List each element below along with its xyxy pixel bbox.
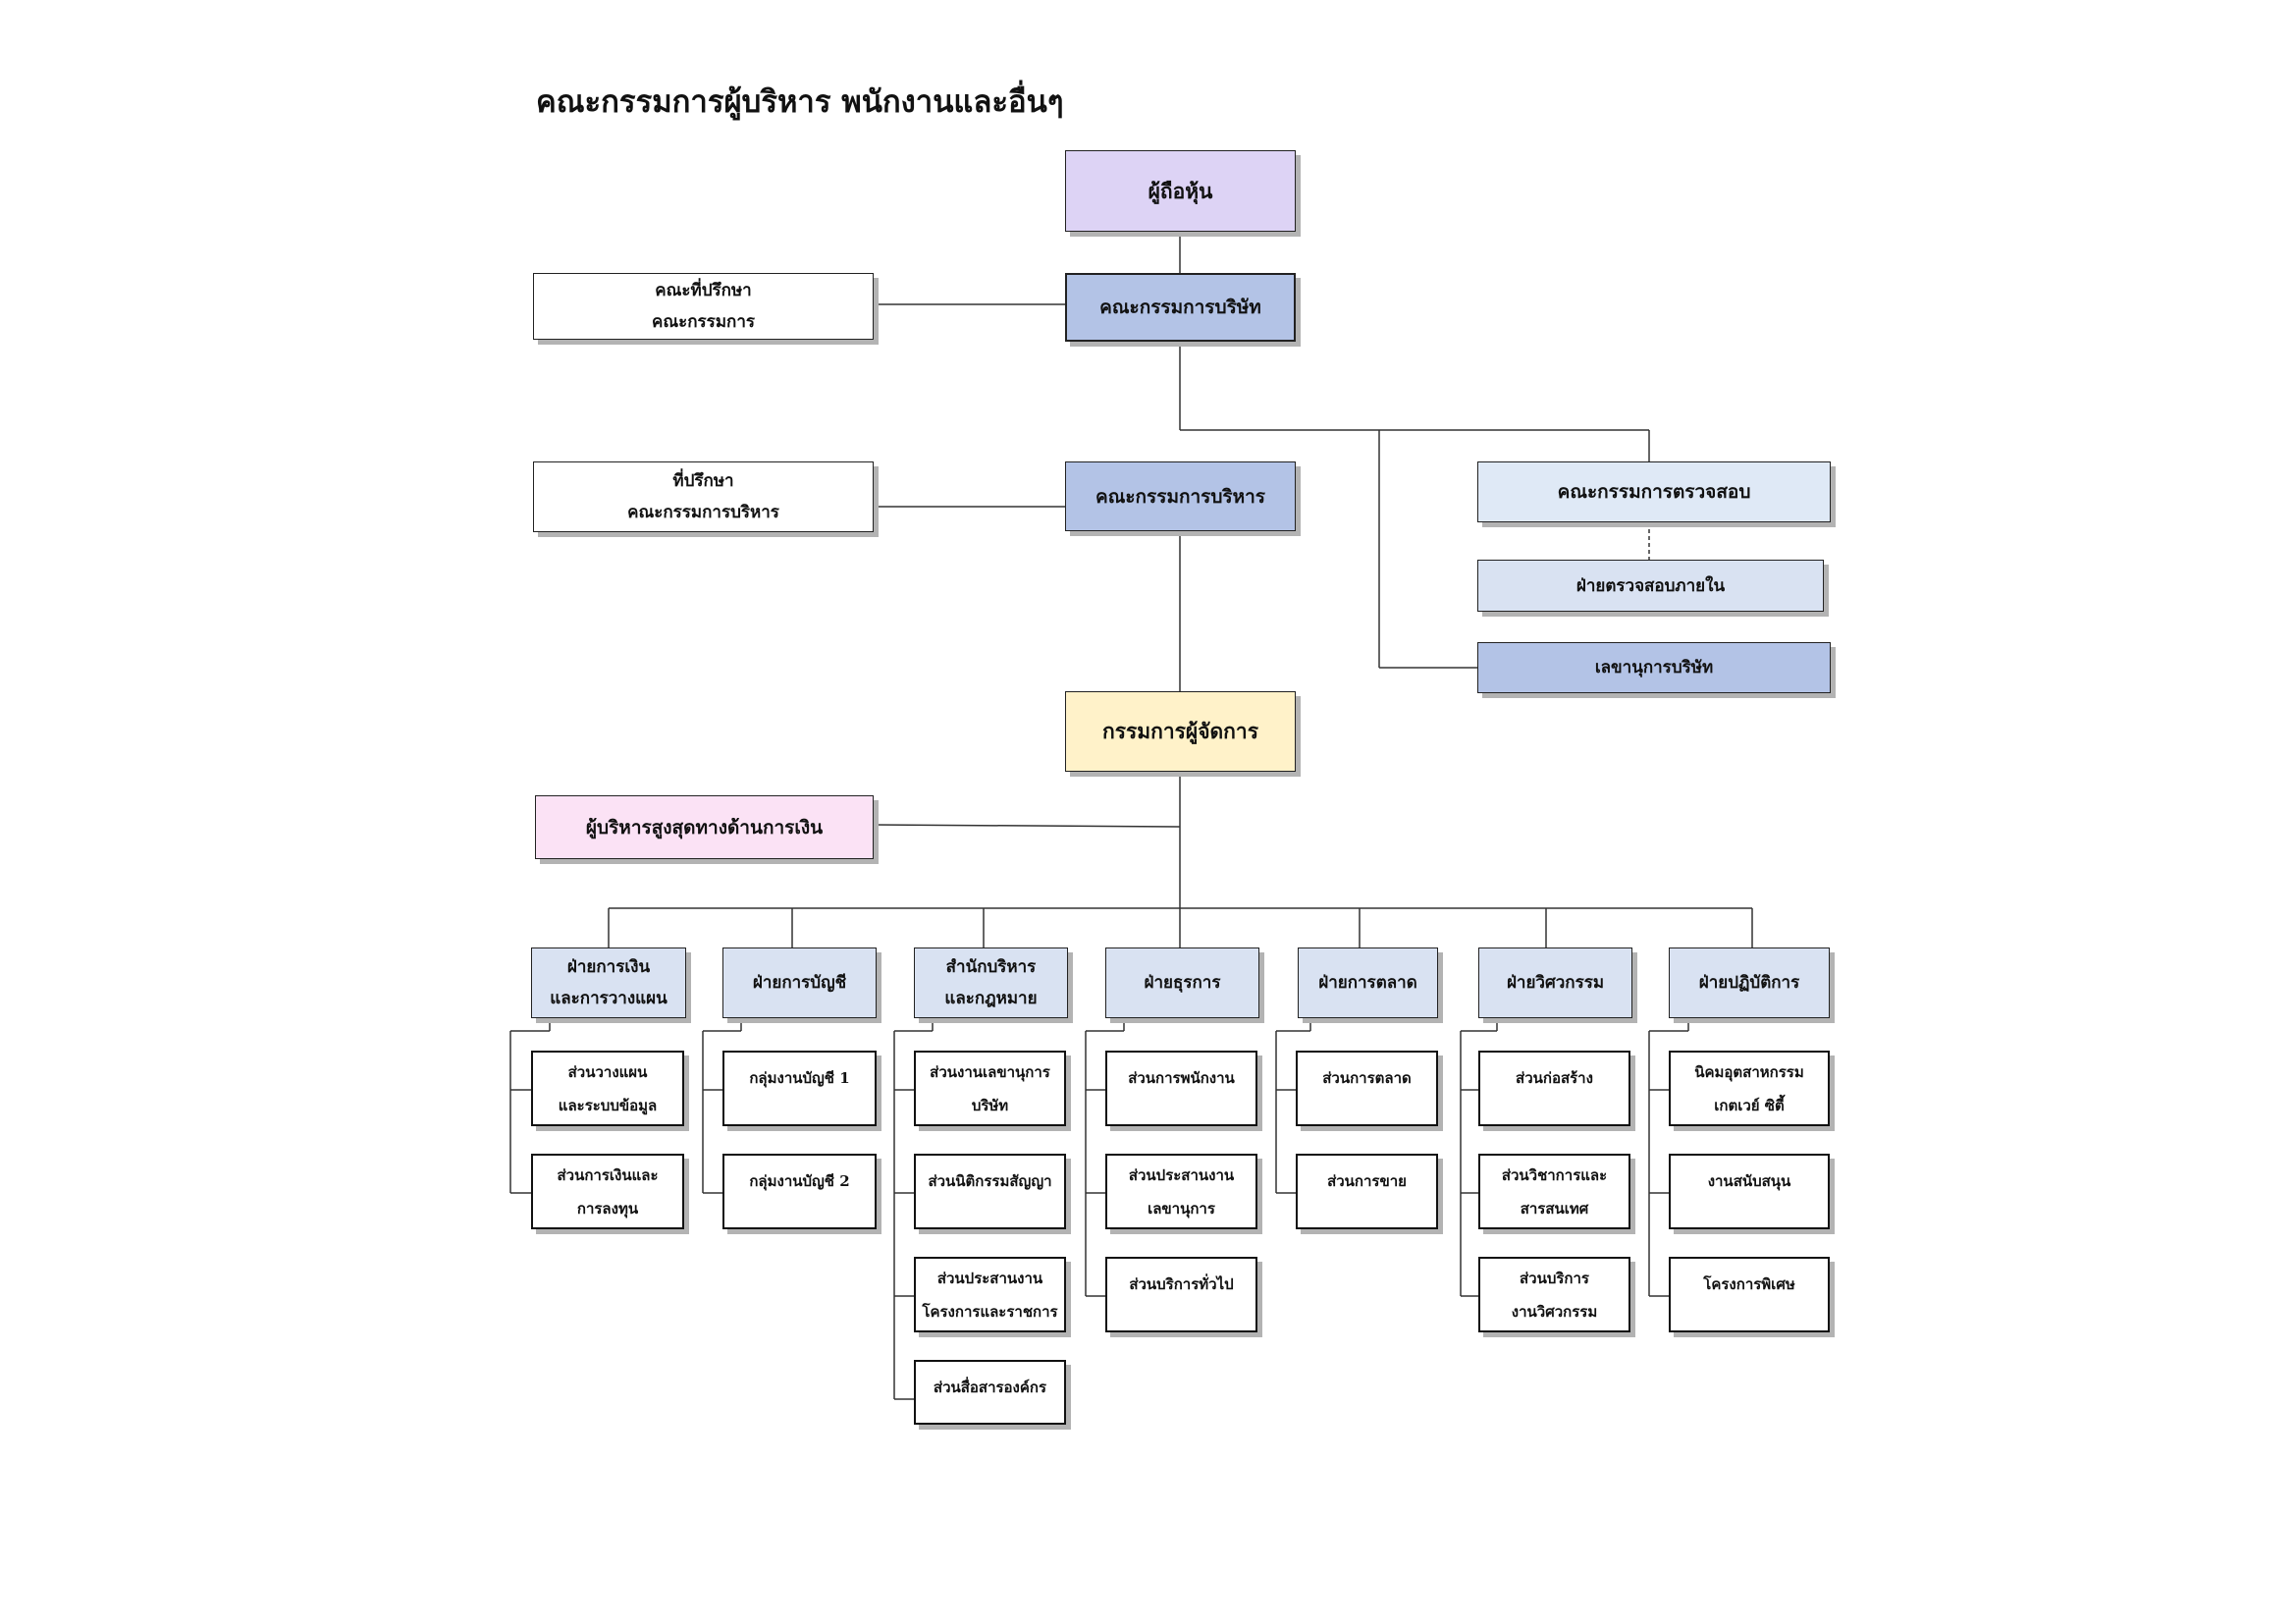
unit-box: ส่วนประสานงานโครงการและราชการ xyxy=(914,1257,1066,1332)
unit-box: ส่วนบริการงานวิศวกรรม xyxy=(1478,1257,1630,1332)
dept-general-admin: ฝ่ายธุรการ xyxy=(1105,947,1259,1018)
unit-box: ส่วนการเงินและการลงทุน xyxy=(531,1154,684,1229)
unit-box: ส่วนการตลาด xyxy=(1296,1051,1438,1126)
unit-box: ส่วนประสานงานเลขานุการ xyxy=(1105,1154,1257,1229)
audit-committee-box: คณะกรรมการตรวจสอบ xyxy=(1477,461,1831,522)
executive-advisor-box: ที่ปรึกษา คณะกรรมการบริหาร xyxy=(533,461,874,532)
dept-accounting: ฝ่ายการบัญชี xyxy=(722,947,877,1018)
unit-box: นิคมอุตสาหกรรมเกตเวย์ ซิตี้ xyxy=(1669,1051,1830,1126)
dept-engineering: ฝ่ายวิศวกรรม xyxy=(1478,947,1632,1018)
shareholders-box: ผู้ถือหุ้น xyxy=(1065,150,1296,232)
unit-box: กลุ่มงานบัญชี 1 xyxy=(722,1051,877,1126)
unit-box: ส่วนงานเลขานุการบริษัท xyxy=(914,1051,1066,1126)
dept-finance-planning: ฝ่ายการเงินและการวางแผน xyxy=(531,947,686,1018)
unit-box: ส่วนการขาย xyxy=(1296,1154,1438,1229)
cfo-box: ผู้บริหารสูงสุดทางด้านการเงิน xyxy=(535,795,874,859)
unit-box: โครงการพิเศษ xyxy=(1669,1257,1830,1332)
unit-box: ส่วนก่อสร้าง xyxy=(1478,1051,1630,1126)
dept-operations: ฝ่ายปฏิบัติการ xyxy=(1669,947,1830,1018)
unit-box: ส่วนบริการทั่วไป xyxy=(1105,1257,1257,1332)
dept-admin-legal: สำนักบริหารและกฎหมาย xyxy=(914,947,1068,1018)
unit-box: ส่วนการพนักงาน xyxy=(1105,1051,1257,1126)
unit-box: งานสนับสนุน xyxy=(1669,1154,1830,1229)
unit-box: ส่วนวางแผนและระบบข้อมูล xyxy=(531,1051,684,1126)
managing-director-box: กรรมการผู้จัดการ xyxy=(1065,691,1296,772)
unit-box: กลุ่มงานบัญชี 2 xyxy=(722,1154,877,1229)
board-advisor-box: คณะที่ปรึกษา คณะกรรมการ xyxy=(533,273,874,340)
company-secretary-box: เลขานุการบริษัท xyxy=(1477,642,1831,693)
unit-box: ส่วนนิติกรรมสัญญา xyxy=(914,1154,1066,1229)
page-title: คณะกรรมการผู้บริหาร พนักงานและอื่นๆ xyxy=(536,84,1064,120)
unit-box: ส่วนวิชาการและสารสนเทศ xyxy=(1478,1154,1630,1229)
executive-committee-box: คณะกรรมการบริหาร xyxy=(1065,461,1296,531)
board-box: คณะกรรมการบริษัท xyxy=(1065,273,1296,342)
internal-audit-box: ฝ่ายตรวจสอบภายใน xyxy=(1477,560,1824,612)
unit-box: ส่วนสื่อสารองค์กร xyxy=(914,1360,1066,1425)
dept-marketing: ฝ่ายการตลาด xyxy=(1298,947,1438,1018)
